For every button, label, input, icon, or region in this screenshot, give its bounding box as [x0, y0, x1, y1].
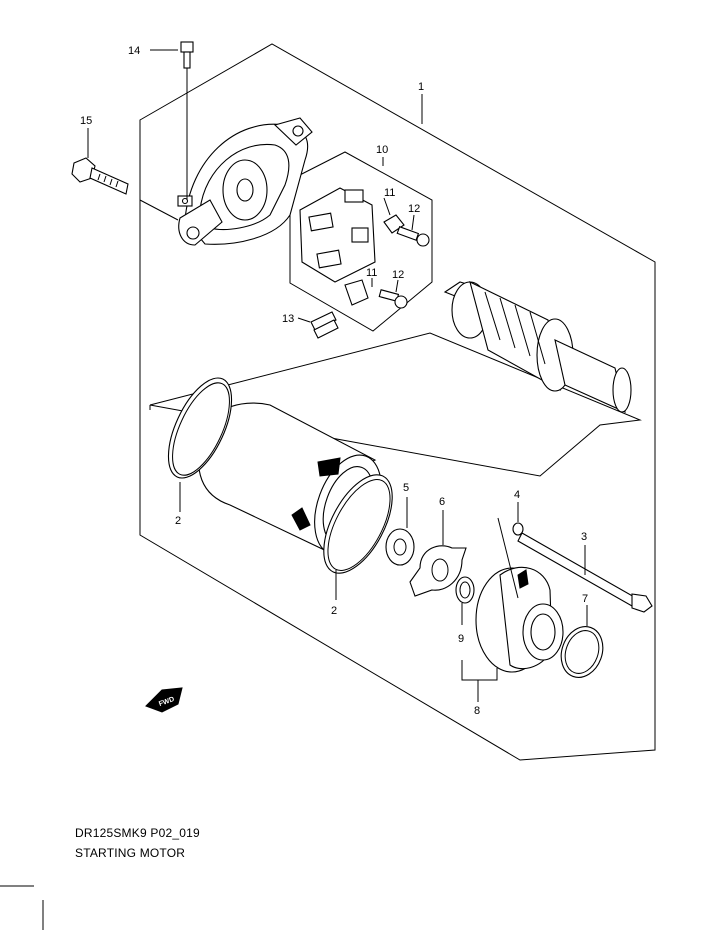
- screw-12a: [396, 226, 430, 247]
- callout-11b: 11: [366, 267, 377, 279]
- brush-terminal-11b: [344, 279, 369, 306]
- callout-6: 6: [439, 496, 445, 508]
- callout-12b: 12: [392, 269, 404, 281]
- o-ring-2b: [323, 474, 393, 574]
- o-ring-2a-inner: [172, 382, 230, 476]
- bolt-15: [71, 157, 129, 195]
- leader-13: [297, 317, 311, 323]
- inner-boundary-lower: [149, 332, 642, 477]
- o-ring-9: [455, 576, 475, 604]
- screw-12b: [378, 289, 408, 309]
- armature: [443, 280, 632, 413]
- end-cover: [177, 117, 313, 246]
- lock-plate-6: [409, 545, 467, 597]
- washer-4: [512, 522, 524, 536]
- callout-2b: 2: [331, 605, 337, 617]
- diagram-code: DR125SMK9 P02_019: [75, 826, 200, 840]
- assembly-boundary: [139, 43, 656, 761]
- leader-15b: [139, 199, 179, 221]
- callout-10: 10: [376, 144, 388, 156]
- o-ring-2b-inner: [327, 479, 391, 571]
- callout-1: 1: [418, 81, 424, 93]
- bolt-3: [517, 532, 653, 613]
- callout-8: 8: [474, 705, 480, 717]
- callout-3: 3: [581, 531, 587, 543]
- o-ring-7: [560, 626, 604, 678]
- diagram-title: STARTING MOTOR: [75, 846, 186, 860]
- housing-8: [475, 566, 564, 673]
- callout-13: 13: [282, 313, 294, 325]
- brush-holder: [299, 187, 376, 283]
- fwd-arrow-icon: FWD: [145, 687, 183, 713]
- brush-terminal-11a: [383, 214, 405, 234]
- callout-15: 15: [80, 115, 92, 127]
- callout-14: 14: [128, 45, 140, 57]
- brush-holder-box: [289, 151, 433, 332]
- callout-2a: 2: [175, 515, 181, 527]
- callout-4: 4: [514, 489, 520, 501]
- callout-12a: 12: [408, 203, 420, 215]
- washer-5: [385, 528, 415, 566]
- callout-9: 9: [458, 633, 464, 645]
- spring-13: [310, 311, 339, 339]
- callout-11a: 11: [384, 187, 395, 199]
- callout-7: 7: [582, 593, 588, 605]
- callout-5: 5: [403, 482, 409, 494]
- bolt-14: [180, 41, 194, 200]
- o-ring-2a: [167, 377, 233, 479]
